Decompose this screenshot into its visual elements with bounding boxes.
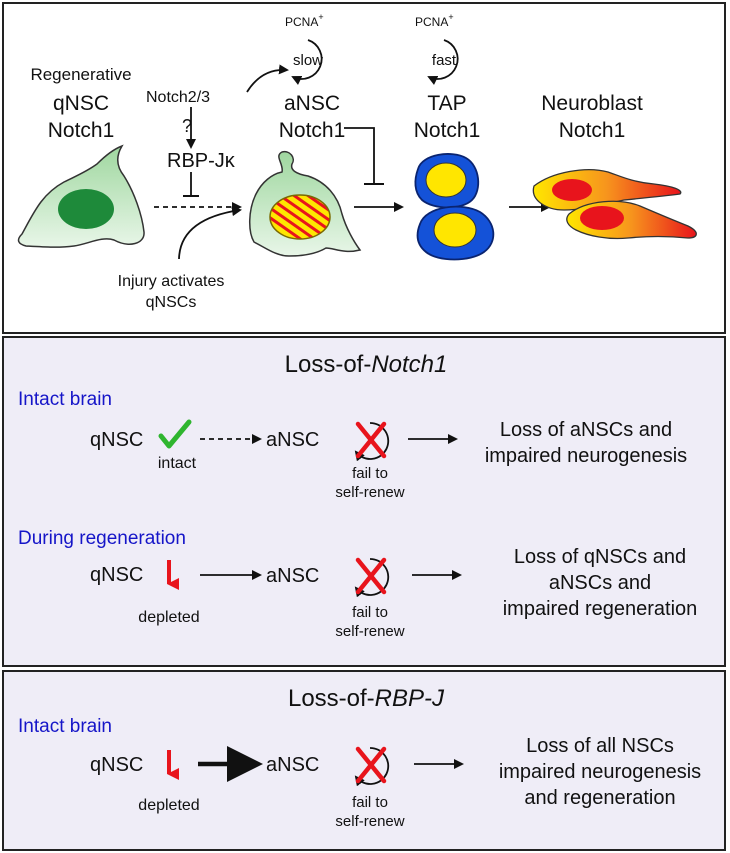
lineage-diagram: Regenerative qNSC Notch1 Notch2/3 ? RBP-… [17,12,697,311]
regen-failed-self-renewal-icon [354,557,390,598]
regen-fail-label-line2: self-renew [335,623,404,640]
regen-outcome-line1: Loss of qNSCs and [514,546,686,568]
neuroblast-label: Neuroblast [541,92,643,115]
rbpj-panel-title: Loss-of-RBP-J [288,685,445,712]
rbpj-intact-brain-header: Intact brain [18,716,112,737]
regen-qnsc-label: qNSC [90,564,143,586]
rbpj-outcome-line2: impaired neurogenesis [499,761,701,783]
regenerative-label: Regenerative [30,65,131,84]
regen-outcome-line3: impaired regeneration [503,598,698,620]
qnsc-label: qNSC [53,92,109,115]
intact-failed-self-renewal-icon [354,421,390,462]
intact-outcome-line2: impaired neurogenesis [485,445,687,467]
loss-of-notch1-diagram: Loss-of-Notch1 Intact brain qNSC intact … [18,351,698,640]
slow-label: slow [293,52,323,69]
ansc-cell [249,150,362,257]
tap-cell-bottom [416,205,495,261]
intact-fail-label-line2: self-renew [335,484,404,501]
ansc-label: aNSC [284,92,340,115]
rbpj-ansc-label: aNSC [266,754,319,776]
intact-fail-label-line1: fail to [352,465,388,482]
fast-label: fast [432,52,457,69]
neuroblast-cell-bottom [566,200,697,240]
check-icon [158,419,192,449]
intact-ansc-label: aNSC [266,429,319,451]
tap-label: TAP [427,92,466,115]
rbpj-qnsc-note: depleted [138,797,199,814]
tap-cell-top [414,153,480,209]
rbpj-fail-label-line2: self-renew [335,813,404,830]
qnsc-cell [17,144,145,248]
fast-self-renewal-icon [427,39,459,85]
regeneration-header: During regeneration [18,528,186,549]
regen-fail-label-line1: fail to [352,604,388,621]
intact-qnsc-label: qNSC [90,429,143,451]
injury-label-line1: Injury activates [118,273,225,290]
intact-outcome-line1: Loss of aNSCs and [500,419,672,441]
lineage-panel: Regenerative qNSC Notch1 Notch2/3 ? RBP-… [2,2,726,334]
question-mark: ? [182,116,192,136]
regen-qnsc-note: depleted [138,609,199,626]
regen-outcome-line2: aNSCs and [549,572,651,594]
rbpj-outcome-line3: and regeneration [524,787,675,809]
injury-arrow [178,206,242,260]
qnsc-notch1-label: Notch1 [48,119,115,142]
pcna-fast-label: PCNA+ [415,12,454,29]
injury-label-line2: qNSCs [146,294,197,311]
ansc-notch1-label: Notch1 [279,119,346,142]
intact-brain-header: Intact brain [18,389,112,410]
pcna-slow-label: PCNA+ [285,12,324,29]
notch23-to-ansc-arrow [246,64,289,93]
neuroblast-notch1-label: Notch1 [559,119,626,142]
rbpj-qnsc-label: qNSC [90,754,143,776]
tap-notch1-label: Notch1 [414,119,481,142]
notch1-panel-title: Loss-of-Notch1 [285,351,448,378]
loss-of-rbpj-diagram: Loss-of-RBP-J Intact brain qNSC depleted… [18,685,701,830]
regen-ansc-label: aNSC [266,565,319,587]
intact-qnsc-note: intact [158,455,197,472]
rbpj-failed-self-renewal-icon [354,746,390,787]
loss-of-rbpj-panel: Loss-of-RBP-J Intact brain qNSC depleted… [2,670,726,851]
slow-self-renewal-icon [291,39,323,85]
neuroblast-cell-top [532,169,682,211]
notch1-inhibition-line [344,127,375,184]
rbpjk-label: RBP-Jκ [167,150,236,172]
rbpj-outcome-line1: Loss of all NSCs [526,735,674,757]
rbpj-fail-label-line1: fail to [352,794,388,811]
notch23-label: Notch2/3 [146,89,210,106]
loss-of-notch1-panel: Loss-of-Notch1 Intact brain qNSC intact … [2,336,726,667]
